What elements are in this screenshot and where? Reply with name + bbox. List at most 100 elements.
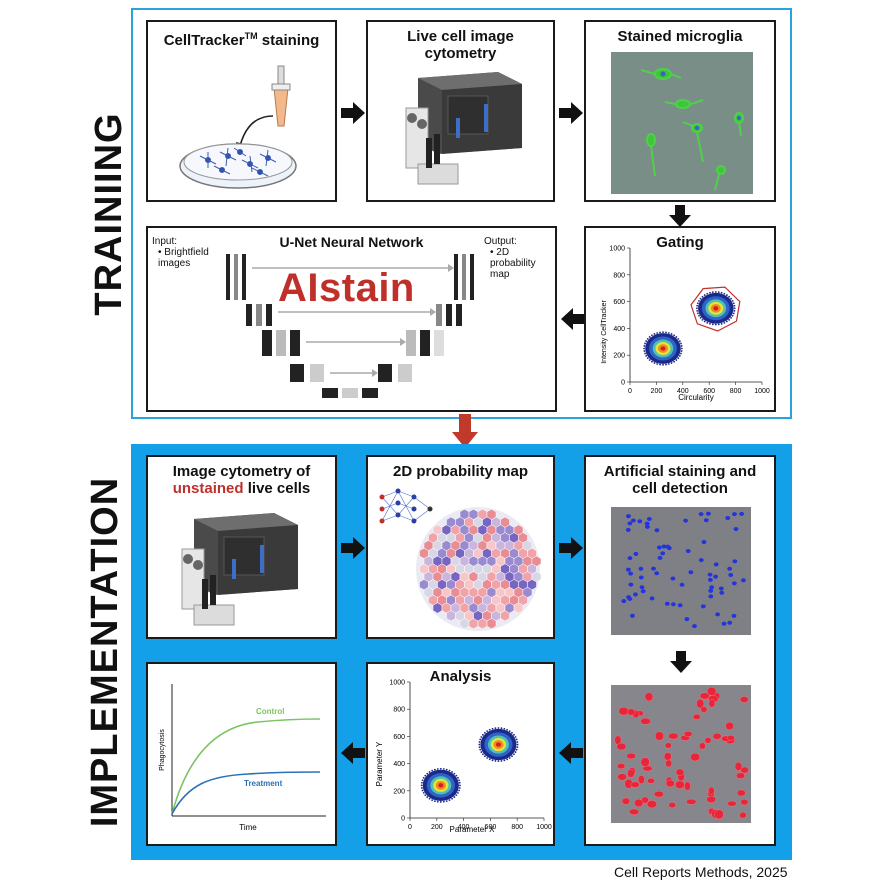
citation-text: Cell Reports Methods, 2025 <box>614 864 788 880</box>
y-tick-label: 800 <box>393 707 405 714</box>
unstained-cytometry-title: Image cytometry of unstained live cells <box>172 463 311 497</box>
scatter-point <box>732 302 735 305</box>
x-tick-label: 600 <box>703 388 715 395</box>
probability-map-title: 2D probability map <box>392 463 529 480</box>
gate-polygon <box>690 286 741 332</box>
unet-title: U-Net Neural Network <box>279 234 424 250</box>
treatment-curve <box>171 771 321 815</box>
arrow-right-3 <box>341 537 365 559</box>
scatter-point <box>659 331 661 334</box>
detected-cell <box>706 511 711 516</box>
scatter-point <box>653 362 656 364</box>
arrow-left-1 <box>561 308 585 330</box>
x-tick-label: 200 <box>431 824 443 831</box>
density-contour <box>660 346 666 351</box>
scatter-point <box>673 334 676 337</box>
stained-cell <box>734 762 743 771</box>
y-tick-label: 1000 <box>389 680 405 687</box>
scatter-point <box>457 791 459 794</box>
scatter-point <box>479 738 482 741</box>
stained-cell <box>699 692 710 700</box>
arrow-down-red <box>452 414 478 448</box>
scatter-point <box>514 736 517 738</box>
scatter-point <box>436 768 439 770</box>
detected-cell <box>660 551 666 556</box>
scatter-point <box>711 323 714 326</box>
scatter-point <box>680 350 683 352</box>
scatter-point <box>698 299 700 302</box>
probability-hex <box>446 610 456 622</box>
detected-cell <box>626 595 631 600</box>
scatter-point <box>662 331 664 334</box>
scatter-point <box>453 772 456 775</box>
scatter-point <box>508 730 511 733</box>
detected-cell <box>728 572 734 577</box>
stained-cell <box>634 798 644 808</box>
scatter-point <box>511 731 513 734</box>
scatter-point <box>680 352 682 355</box>
scatter-point <box>726 320 728 323</box>
scatter-point <box>424 774 427 777</box>
detected-cell <box>644 524 650 529</box>
scatter-point <box>653 333 656 335</box>
aistain-brand-text: AIstain <box>278 266 415 310</box>
scatter-point <box>670 362 673 364</box>
detected-cell <box>713 574 718 579</box>
detected-cell <box>625 567 631 572</box>
stained-cell <box>696 698 705 709</box>
scatter-point <box>428 771 431 773</box>
density-contour <box>713 306 719 311</box>
scatter-point <box>644 352 646 355</box>
stained-cell <box>684 781 691 791</box>
detected-cell <box>639 585 645 590</box>
scatter-point <box>482 733 484 736</box>
scatter-point <box>433 800 436 803</box>
scatter-point <box>667 363 670 365</box>
stained-cell <box>616 742 627 751</box>
scatter-point <box>448 769 451 772</box>
stained-cell <box>683 731 693 737</box>
stained-cell <box>626 708 636 716</box>
scatter-point <box>491 727 494 730</box>
y-tick-label: 0 <box>401 816 405 823</box>
scatter-point <box>451 771 453 773</box>
stained-cell <box>739 811 747 819</box>
scatter-point <box>439 767 442 770</box>
detected-cell <box>644 521 650 526</box>
x-tick-label: 1000 <box>754 388 770 395</box>
scatter-point <box>730 297 732 300</box>
scatter-point <box>696 302 699 305</box>
arrow-right-2 <box>559 102 583 124</box>
scatter-point <box>643 350 646 352</box>
scatter-point <box>445 768 448 771</box>
scatter-point <box>478 746 481 749</box>
scatter-point <box>458 781 461 784</box>
probability-map-illustration <box>379 488 542 631</box>
detected-cell <box>718 586 724 591</box>
detected-cell <box>664 601 670 606</box>
stained-cell <box>690 752 701 762</box>
scatter-point <box>696 304 699 307</box>
scatter-point <box>458 779 460 782</box>
stained-cell <box>644 692 654 702</box>
detected-cell <box>627 556 633 561</box>
scatter-point <box>483 755 486 758</box>
stained-cell <box>668 802 676 809</box>
detected-cell <box>725 516 731 521</box>
stained-cell <box>706 795 716 803</box>
detected-cell <box>621 599 627 604</box>
artificial-staining-panel: Artificial staining and cell detection <box>584 455 776 846</box>
scatter-point <box>420 787 423 789</box>
petri-dish-illustration <box>179 65 297 189</box>
detected-cell <box>630 613 635 618</box>
stained-cell <box>665 759 673 768</box>
stained-cell <box>626 752 636 760</box>
y-tick-label: 200 <box>613 353 625 360</box>
analysis-title: Analysis <box>429 668 492 685</box>
scatter-point <box>678 340 681 342</box>
arrow-right-1 <box>341 102 365 124</box>
scatter-point <box>720 291 723 294</box>
artificial-stain-image <box>611 685 751 823</box>
stained-cell <box>642 765 653 772</box>
